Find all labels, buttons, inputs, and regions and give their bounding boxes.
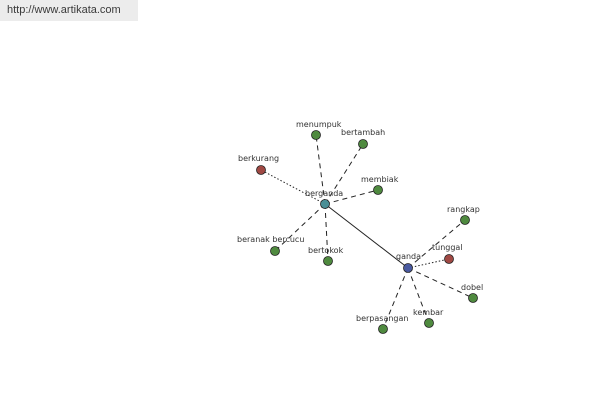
node-kembar[interactable] bbox=[424, 318, 434, 328]
node-label-tunggal: tunggal bbox=[432, 243, 463, 252]
node-label-berkurang: berkurang bbox=[238, 154, 279, 163]
node-label-membiak: membiak bbox=[361, 175, 399, 184]
node-label-rangkap: rangkap bbox=[447, 205, 480, 214]
node-label-menumpuk: menumpuk bbox=[296, 120, 342, 129]
edge-ganda-kembar bbox=[407, 267, 430, 324]
edge-berganda-bertambah bbox=[324, 143, 364, 205]
edge-berganda-membiak bbox=[324, 189, 379, 205]
edge-berganda-beranak-bercucu bbox=[274, 203, 326, 252]
site-url-text: http://www.artikata.com bbox=[7, 4, 121, 16]
node-bertambah[interactable] bbox=[358, 139, 368, 149]
edge-ganda-rangkap bbox=[407, 219, 466, 269]
node-bertokok[interactable] bbox=[323, 256, 333, 266]
node-label-berganda: berganda bbox=[305, 189, 343, 198]
edge-berganda-menumpuk bbox=[315, 134, 326, 205]
node-berkurang[interactable] bbox=[256, 165, 266, 175]
node-label-beranak-bercucu: beranak bercucu bbox=[237, 235, 304, 244]
edge-berganda-berkurang bbox=[260, 169, 326, 205]
site-url-banner: http://www.artikata.com bbox=[0, 0, 138, 21]
node-label-bertambah: bertambah bbox=[341, 128, 385, 137]
graph-nodes bbox=[256, 130, 478, 334]
node-rangkap[interactable] bbox=[460, 215, 470, 225]
node-berganda[interactable] bbox=[320, 199, 330, 209]
node-berpasangan[interactable] bbox=[378, 324, 388, 334]
node-ganda[interactable] bbox=[403, 263, 413, 273]
node-membiak[interactable] bbox=[373, 185, 383, 195]
node-label-kembar: kembar bbox=[413, 308, 444, 317]
graph-edges bbox=[260, 134, 474, 330]
node-beranak-bercucu[interactable] bbox=[270, 246, 280, 256]
edge-ganda-berpasangan bbox=[382, 267, 409, 330]
node-dobel[interactable] bbox=[468, 293, 478, 303]
edge-ganda-dobel bbox=[407, 267, 474, 299]
node-menumpuk[interactable] bbox=[311, 130, 321, 140]
edge-berganda-ganda bbox=[324, 203, 409, 269]
node-label-berpasangan: berpasangan bbox=[356, 314, 408, 323]
edge-berganda-bertokok bbox=[324, 203, 329, 262]
node-label-dobel: dobel bbox=[461, 283, 483, 292]
node-tunggal[interactable] bbox=[444, 254, 454, 264]
node-label-ganda: ganda bbox=[396, 252, 421, 261]
node-label-bertokok: bertokok bbox=[308, 246, 344, 255]
